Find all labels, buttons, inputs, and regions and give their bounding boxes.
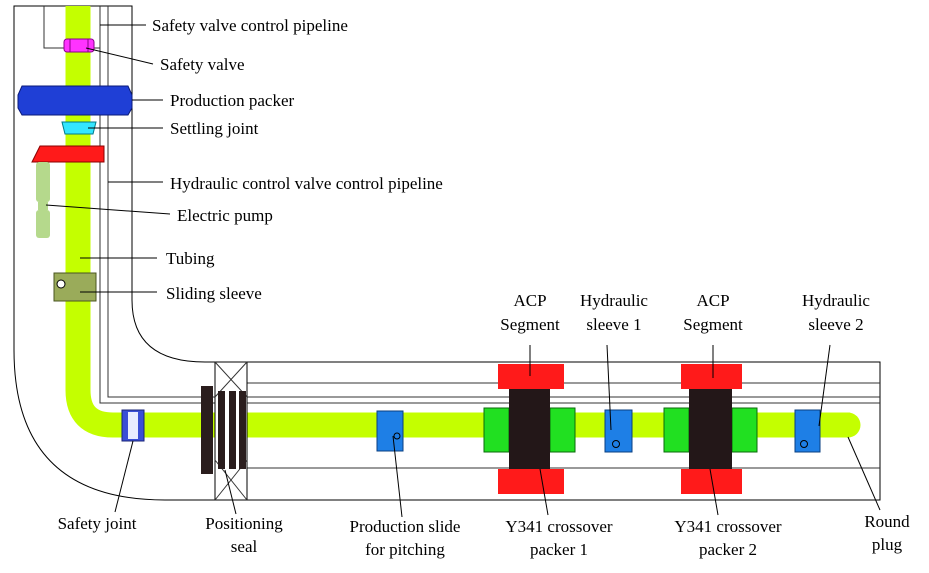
label-hydraulic-sleeve-1-line1: Hydraulic bbox=[580, 291, 648, 310]
acp-segment-2 bbox=[681, 364, 742, 494]
label-production-packer: Production packer bbox=[170, 91, 294, 110]
label-acp-segment-1-line2: Segment bbox=[500, 315, 560, 334]
label-safety-valve: Safety valve bbox=[160, 55, 245, 74]
acp-segment-1 bbox=[498, 364, 564, 494]
label-safety-joint: Safety joint bbox=[58, 514, 137, 533]
label-hydraulic-sleeve-2-line2: sleeve 2 bbox=[808, 315, 863, 334]
hydraulic-sleeve-2 bbox=[794, 409, 821, 453]
label-round-plug-line1: Round bbox=[864, 512, 910, 531]
y341-packer-2 bbox=[663, 389, 758, 469]
label-y341-packer-1-line2: packer 1 bbox=[530, 540, 588, 559]
electric-pump bbox=[31, 145, 105, 238]
label-y341-packer-2-line1: Y341 crossover bbox=[674, 517, 782, 536]
tubing bbox=[65, 6, 861, 438]
sliding-sleeve bbox=[53, 272, 97, 302]
label-hydraulic-sleeve-1-line2: sleeve 1 bbox=[586, 315, 641, 334]
label-positioning-seal-line1: Positioning bbox=[205, 514, 283, 533]
label-electric-pump: Electric pump bbox=[177, 206, 273, 225]
label-y341-packer-1-line1: Y341 crossover bbox=[505, 517, 613, 536]
label-y341-packer-2-line2: packer 2 bbox=[699, 540, 757, 559]
label-settling-joint: Settling joint bbox=[170, 119, 259, 138]
label-production-slide-line1: Production slide bbox=[350, 517, 461, 536]
label-hydraulic-sleeve-2-line1: Hydraulic bbox=[802, 291, 870, 310]
label-tubing: Tubing bbox=[166, 249, 215, 268]
safety-joint bbox=[121, 409, 145, 442]
settling-joint bbox=[61, 121, 97, 135]
hydraulic-sleeve-1 bbox=[604, 409, 633, 453]
production-slide bbox=[376, 410, 404, 452]
leader-lines bbox=[45, 24, 881, 518]
label-acp-segment-2-line2: Segment bbox=[683, 315, 743, 334]
label-sliding-sleeve: Sliding sleeve bbox=[166, 284, 262, 303]
label-acp-segment-1-line1: ACP bbox=[513, 291, 546, 310]
positioning-seal bbox=[201, 361, 248, 501]
label-hydraulic-control-valve-control-pipeline: Hydraulic control valve control pipeline bbox=[170, 174, 443, 193]
safety-valve bbox=[63, 38, 95, 53]
label-production-slide-line2: for pitching bbox=[365, 540, 445, 559]
label-safety-valve-control-pipeline: Safety valve control pipeline bbox=[152, 16, 348, 35]
y341-packer-1 bbox=[483, 389, 576, 469]
label-acp-segment-2-line1: ACP bbox=[696, 291, 729, 310]
label-round-plug-line2: plug bbox=[872, 535, 903, 554]
production-packer bbox=[17, 85, 133, 116]
label-positioning-seal-line2: seal bbox=[231, 537, 258, 556]
